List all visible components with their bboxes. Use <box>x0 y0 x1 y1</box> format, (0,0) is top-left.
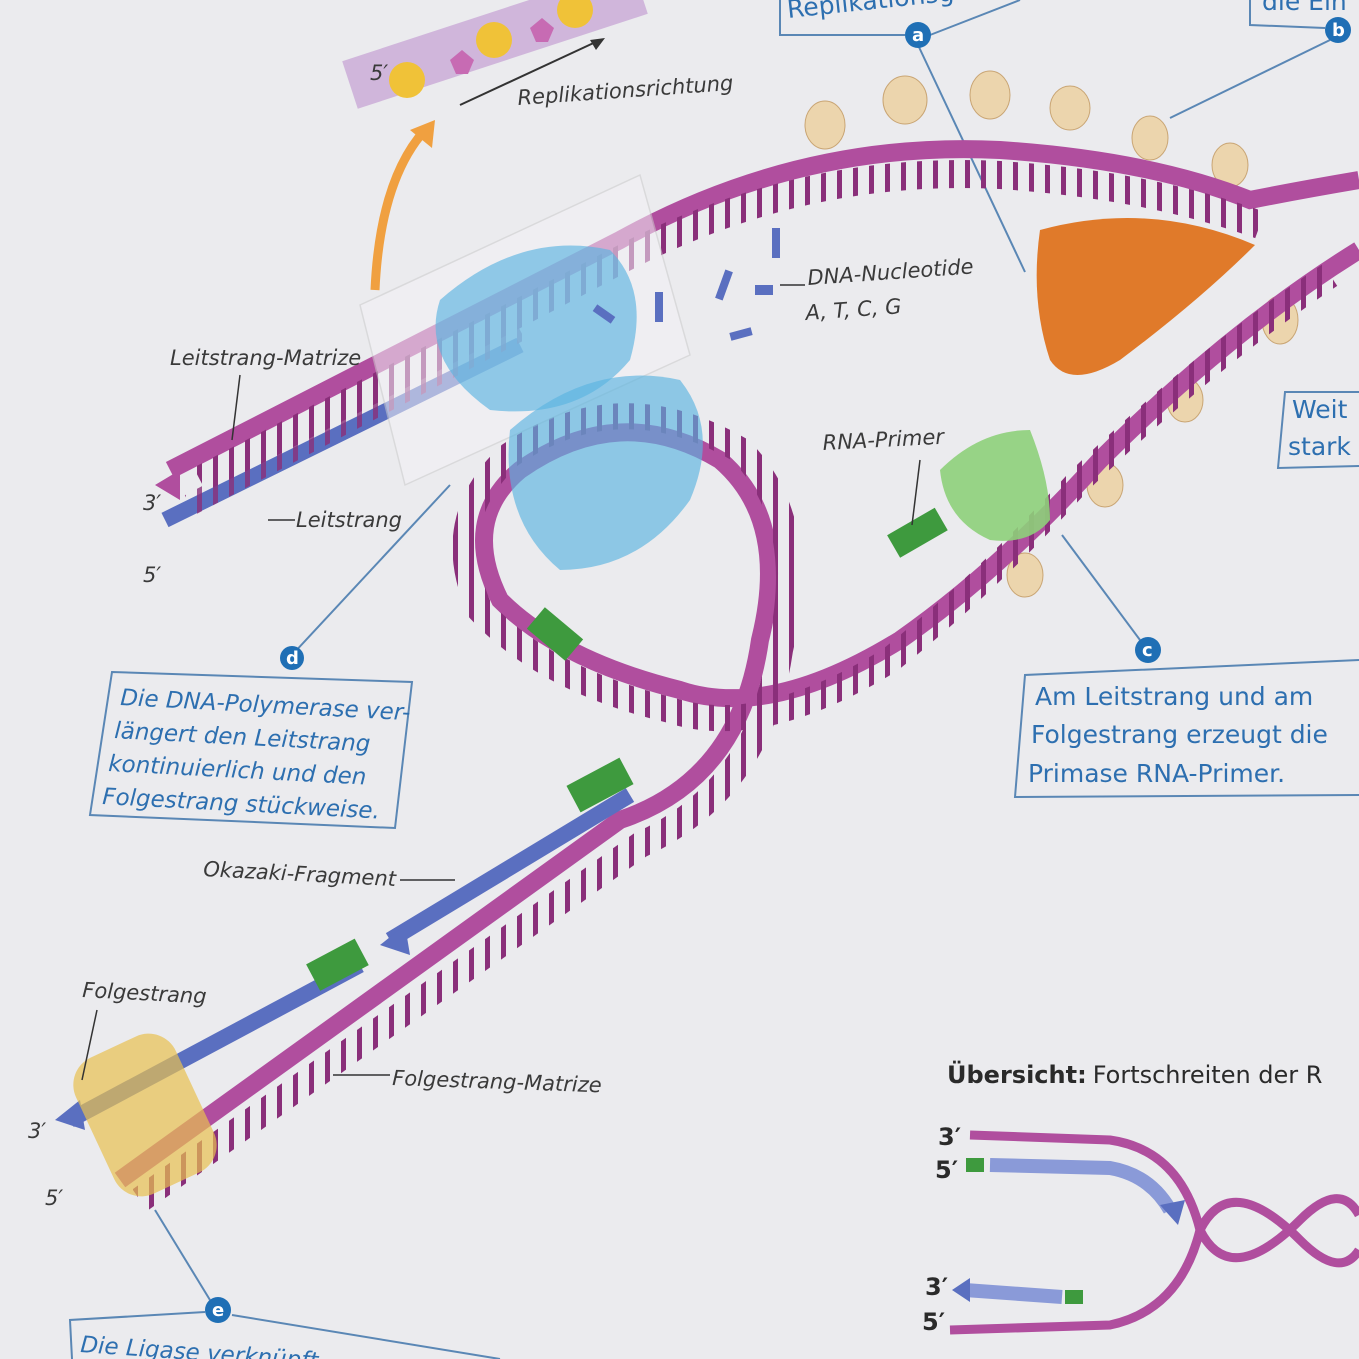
overview-primer-top <box>966 1158 984 1172</box>
direction-arrow-line <box>459 39 601 106</box>
lagging-template-bases <box>132 264 1338 1211</box>
overview-bottom-3prime: 3′ <box>925 1273 948 1301</box>
overview-top-3prime: 3′ <box>938 1123 961 1151</box>
template-bases <box>193 160 1265 493</box>
callout-right-partial: Weit stark <box>1276 391 1359 470</box>
primase <box>940 430 1050 541</box>
leading-template-arrow-icon <box>155 470 180 500</box>
badge-a-letter: a <box>912 25 924 46</box>
callout-d-line: Folgestrang stückweise. <box>102 784 381 825</box>
inset-five-prime: 5′ <box>370 61 388 85</box>
badge-e-letter: e <box>212 1300 224 1321</box>
rna-primer-lagging <box>306 938 369 991</box>
overview-bottom-strand <box>949 1197 1359 1335</box>
zoom-arrow <box>370 126 429 291</box>
lagging-template-label: Folgestrang-Matrize <box>392 1066 602 1097</box>
helicase <box>1036 218 1255 375</box>
callout-d-line: kontinuierlich und den <box>108 751 367 790</box>
replication-direction-label: Replikationsrichtung <box>517 71 734 110</box>
overview-top-strand <box>969 1130 1359 1263</box>
rna-primer-loop <box>526 607 584 661</box>
arrow-head-icon <box>590 38 605 50</box>
callout-c-line: Am Leitstrang und am <box>1035 682 1313 711</box>
nucleotides-label: DNA-Nucleotide <box>807 254 975 290</box>
overview-lagging-arrow-head-icon <box>952 1278 970 1302</box>
lagging-label: Folgestrang <box>82 978 207 1008</box>
callout-a-text: Replikationsg <box>786 0 956 24</box>
rna-primer-fork <box>887 507 948 558</box>
callout-c-line: Folgestrang erzeugt die <box>1031 720 1328 749</box>
leading-3prime: 3′ <box>143 491 161 515</box>
overview-primer-bottom <box>1065 1290 1083 1304</box>
zoom-arrow-head-icon <box>410 120 435 148</box>
okazaki-arrow-icon <box>380 925 410 955</box>
okazaki-label: Okazaki-Fragment <box>203 857 398 891</box>
lagging-5prime: 5′ <box>45 1186 63 1210</box>
callout-b: die Ein b <box>1169 0 1351 119</box>
leading-5prime: 5′ <box>143 563 161 587</box>
leading-label: Leitstrang <box>296 508 402 532</box>
overview-top-5prime: 5′ <box>935 1156 958 1184</box>
badge-a <box>905 22 931 48</box>
inset-nucleotide-strip <box>342 0 648 109</box>
lagging-arrow-icon <box>55 1100 85 1130</box>
badge-c-letter: c <box>1142 640 1153 661</box>
dna-polymerase-lagging <box>508 375 703 570</box>
callout-right-line: stark <box>1288 432 1351 461</box>
rna-primer-label: RNA-Primer <box>822 425 946 455</box>
badge-d-letter: d <box>286 648 299 669</box>
overview-title-bold: Übersicht: <box>947 1059 1087 1089</box>
rna-primer-okazaki <box>566 757 634 813</box>
leading-template-label: Leitstrang-Matrize <box>170 346 361 370</box>
callout-e-text: Die Ligase verknüpft <box>80 1332 321 1359</box>
ligase <box>73 1033 217 1197</box>
badge-b-letter: b <box>1332 20 1345 41</box>
overview-arrow-head-icon <box>1160 1200 1185 1225</box>
callout-c: c Am Leitstrang und am Folgestrang erzeu… <box>1013 534 1359 799</box>
overview-title-rest: Fortschreiten der R <box>1093 1061 1323 1089</box>
overview-title: Übersicht:Fortschreiten der R <box>947 1059 1322 1089</box>
okazaki-fragment-strand <box>385 788 635 947</box>
leading-template-strand <box>165 140 1359 479</box>
callout-e: e Die Ligase verknüpft <box>68 1209 501 1359</box>
overview-lagging-arrow <box>964 1283 1063 1304</box>
free-nucleotides <box>592 228 780 341</box>
callout-c-line: Primase RNA-Primer. <box>1028 759 1285 788</box>
lagging-3prime: 3′ <box>28 1119 46 1143</box>
badge-b <box>1325 17 1351 43</box>
overview-leading-arrow <box>989 1158 1177 1214</box>
callout-b-text: die Ein <box>1262 0 1347 16</box>
nucleotides-bases-label: A, T, C, G <box>803 294 903 325</box>
callout-d-line: längert den Leitstrang <box>114 718 371 757</box>
callout-d: d Die DNA-Polymerase ver- längert den Le… <box>88 484 451 830</box>
dna-polymerase-leading <box>435 245 637 412</box>
callout-right-line: Weit <box>1292 395 1348 424</box>
overview: Übersicht:Fortschreiten der R 3′ 5′ 3′ 5… <box>922 1059 1359 1336</box>
overview-bottom-5prime: 5′ <box>922 1308 945 1336</box>
